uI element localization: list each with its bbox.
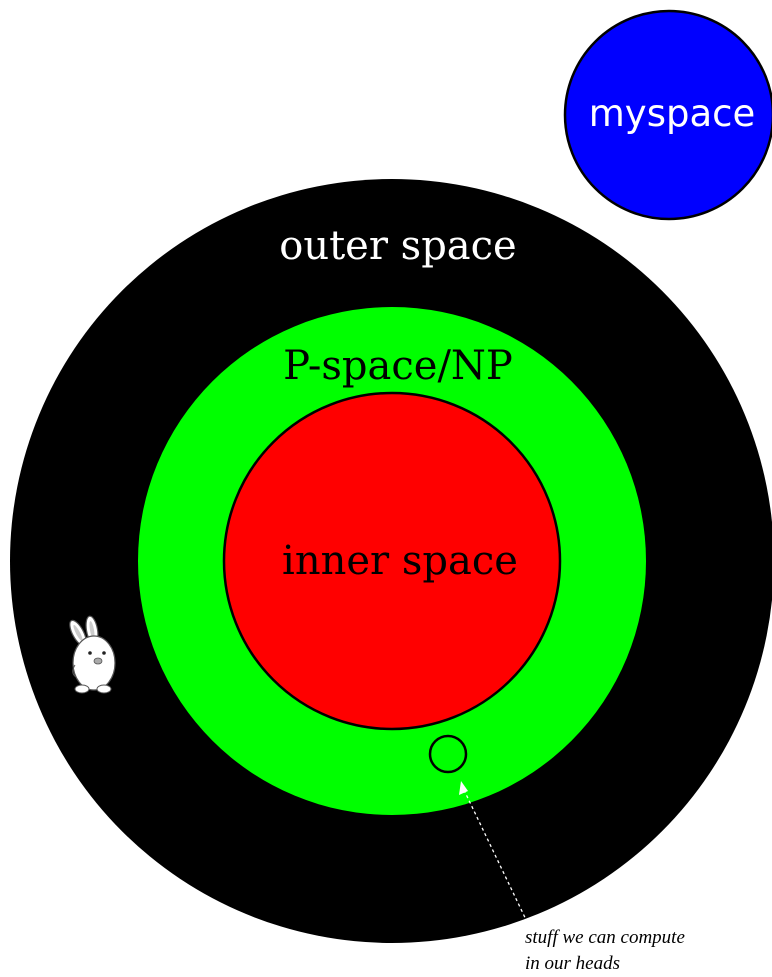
outer-space-label: outer space	[279, 223, 516, 269]
pspace-label: P-space/NP	[283, 343, 513, 389]
inner-space-label: inner space	[282, 538, 518, 584]
myspace-label: myspace	[589, 92, 755, 135]
note-line-2: in our heads	[525, 953, 620, 974]
note-line-1: stuff we can compute	[525, 927, 685, 948]
